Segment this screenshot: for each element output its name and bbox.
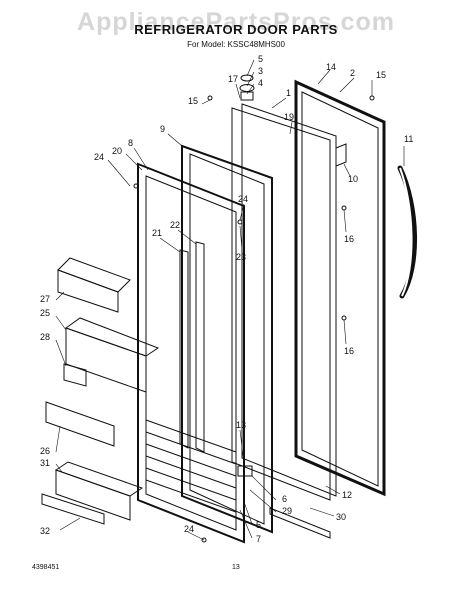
door-frame-inner bbox=[189, 153, 265, 525]
door-bin-27 bbox=[57, 269, 119, 313]
callout-28: 28 bbox=[40, 332, 50, 342]
watermark: AppliancePartsPros.com bbox=[77, 8, 395, 36]
breaker-strip-22 bbox=[195, 241, 205, 453]
butter-door-28 bbox=[63, 363, 87, 387]
callout-31: 31 bbox=[40, 458, 50, 468]
callout-5: 5 bbox=[256, 520, 261, 530]
callout-10: 10 bbox=[348, 174, 358, 184]
callout-23: 23 bbox=[236, 252, 246, 262]
breaker-strip-21 bbox=[179, 249, 189, 449]
doc-number: 4398451 bbox=[32, 564, 60, 571]
callout-15: 15 bbox=[376, 70, 386, 80]
liner-ribs bbox=[145, 419, 237, 513]
callout-24: 24 bbox=[238, 194, 248, 204]
callout-17: 17 bbox=[228, 74, 238, 84]
callout-29: 29 bbox=[282, 506, 292, 516]
lower-hinge bbox=[237, 465, 253, 477]
model-line: For Model: KSSC48MHS00 bbox=[187, 40, 285, 49]
callout-25: 25 bbox=[40, 308, 50, 318]
door-back-panel bbox=[294, 79, 386, 497]
door-frame bbox=[181, 144, 273, 534]
callout-6: 6 bbox=[282, 494, 287, 504]
callout-3: 3 bbox=[258, 66, 263, 76]
door-outer-shell bbox=[231, 107, 331, 501]
callout-4: 4 bbox=[258, 78, 263, 88]
callout-22: 22 bbox=[170, 220, 180, 230]
leader-lines bbox=[55, 59, 405, 541]
callout-24: 24 bbox=[94, 152, 104, 162]
callout-20: 20 bbox=[112, 146, 122, 156]
callout-12: 12 bbox=[342, 490, 352, 500]
callout-26: 26 bbox=[40, 446, 50, 456]
callout-16: 16 bbox=[344, 346, 354, 356]
callout-16: 16 bbox=[344, 234, 354, 244]
bin-trim-32 bbox=[41, 493, 105, 525]
callout-32: 32 bbox=[40, 526, 50, 536]
hinge-bushing bbox=[240, 74, 254, 82]
callout-24: 24 bbox=[184, 524, 194, 534]
dairy-compartment-25 bbox=[65, 327, 147, 393]
callout-15: 15 bbox=[188, 96, 198, 106]
callout-27: 27 bbox=[40, 294, 50, 304]
callout-1: 1 bbox=[286, 88, 291, 98]
callout-13: 13 bbox=[236, 420, 246, 430]
callout-11: 11 bbox=[404, 134, 413, 144]
bottom-trim-12 bbox=[269, 507, 331, 539]
page-title: REFRIGERATOR DOOR PARTS bbox=[134, 22, 338, 37]
door-bin-31-top bbox=[54, 461, 144, 497]
door-handle-inner bbox=[399, 167, 413, 297]
door-back-panel-inner bbox=[301, 91, 379, 487]
callout-30: 30 bbox=[336, 512, 346, 522]
handle-bracket bbox=[335, 143, 347, 167]
dairy-compartment-25-top bbox=[64, 317, 160, 357]
hinge-bracket bbox=[240, 91, 254, 101]
callout-8: 8 bbox=[128, 138, 133, 148]
callout-19: 19 bbox=[284, 112, 294, 122]
door-bin-27-side bbox=[57, 257, 131, 293]
door-outer-shell-edge bbox=[241, 103, 337, 497]
callout-7: 7 bbox=[256, 534, 261, 544]
callout-5: 5 bbox=[258, 54, 263, 64]
callout-2: 2 bbox=[350, 68, 355, 78]
callout-14: 14 bbox=[326, 62, 336, 72]
callout-9: 9 bbox=[160, 124, 165, 134]
door-liner bbox=[137, 162, 245, 544]
dairy-door-26 bbox=[45, 401, 115, 447]
callout-21: 21 bbox=[152, 228, 162, 238]
page-number: 13 bbox=[232, 564, 240, 571]
